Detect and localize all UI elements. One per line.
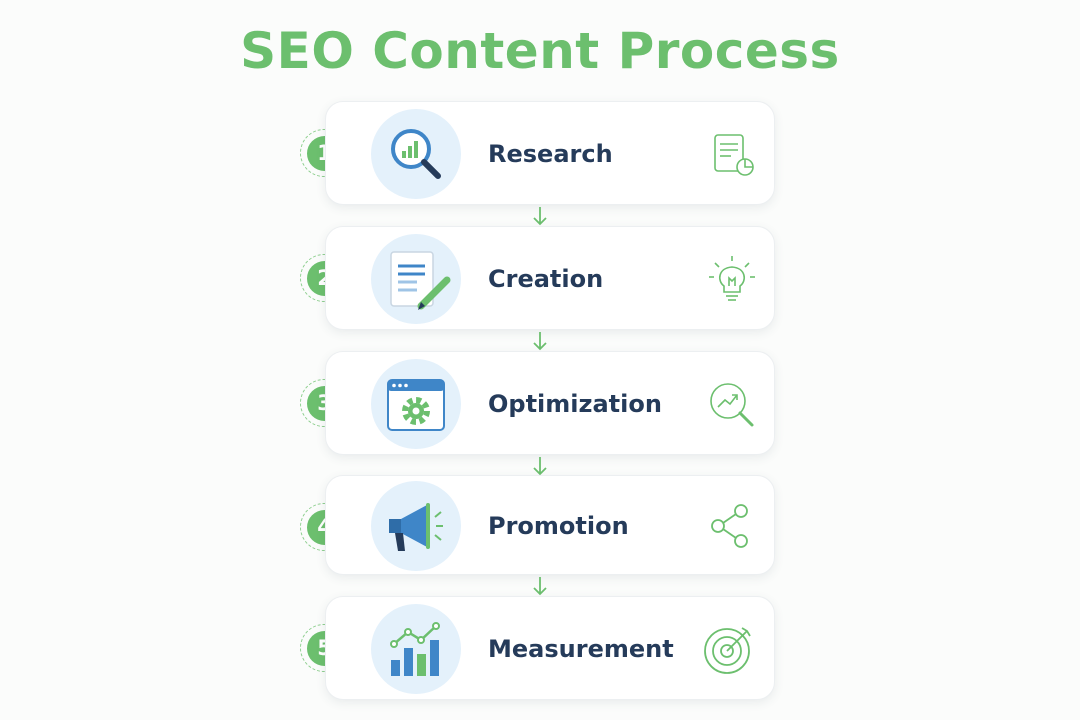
arrow-down-icon bbox=[532, 456, 548, 480]
step-label: Measurement bbox=[488, 635, 674, 663]
magnifier-chart-icon bbox=[371, 109, 461, 199]
step-number-ring bbox=[300, 624, 348, 672]
step-label: Promotion bbox=[488, 512, 629, 540]
step-research: 1 Research bbox=[300, 101, 780, 213]
arrow-down-icon bbox=[532, 576, 548, 600]
step-card: Measurement bbox=[325, 596, 775, 700]
magnifier-trend-icon bbox=[706, 379, 760, 437]
step-creation: 2 Creation bbox=[300, 226, 780, 338]
target-arrow-icon bbox=[702, 622, 756, 680]
step-label: Creation bbox=[488, 265, 604, 293]
step-number-ring bbox=[300, 254, 348, 302]
lightbulb-icon bbox=[707, 254, 757, 312]
step-number-ring bbox=[300, 379, 348, 427]
step-optimization: 3 Optimization bbox=[300, 351, 780, 463]
arrow-down-icon bbox=[532, 206, 548, 230]
browser-gear-icon bbox=[371, 359, 461, 449]
page-title: SEO Content Process bbox=[240, 22, 840, 80]
report-document-icon bbox=[709, 129, 759, 183]
step-number-ring bbox=[300, 503, 348, 551]
bar-line-chart-icon bbox=[371, 604, 461, 694]
step-card: Optimization bbox=[325, 351, 775, 455]
document-pencil-icon bbox=[371, 234, 461, 324]
step-card: Research bbox=[325, 101, 775, 205]
step-label: Research bbox=[488, 140, 613, 168]
arrow-down-icon bbox=[532, 331, 548, 355]
megaphone-icon bbox=[371, 481, 461, 571]
step-label: Optimization bbox=[488, 390, 662, 418]
step-measurement: 5 Measurement bbox=[300, 596, 780, 708]
share-icon bbox=[706, 501, 756, 555]
step-number-ring bbox=[300, 129, 348, 177]
step-card: Creation bbox=[325, 226, 775, 330]
step-promotion: 4 Promotion bbox=[300, 475, 780, 587]
step-card: Promotion bbox=[325, 475, 775, 575]
